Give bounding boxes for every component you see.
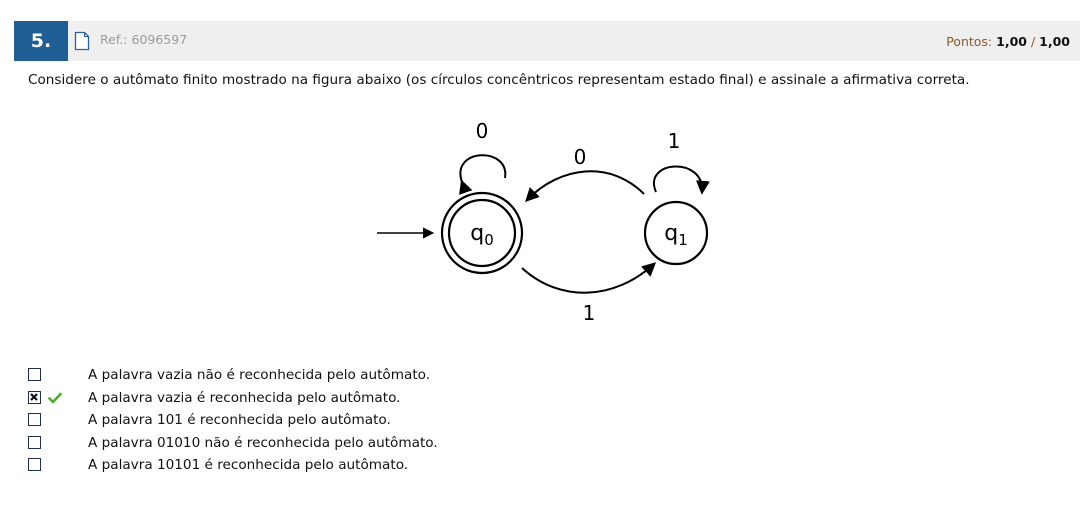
- option-e-checkbox[interactable]: [28, 458, 41, 471]
- option-d[interactable]: A palavra 01010 não é reconhecida pelo a…: [28, 435, 548, 458]
- option-d-checkbox[interactable]: [28, 435, 41, 449]
- transition-q1-q0-label: 0: [574, 145, 587, 169]
- state-q0-label: q: [470, 221, 484, 246]
- document-icon[interactable]: [74, 31, 90, 51]
- transition-q0-q0: 0: [459, 119, 507, 195]
- state-q0: q0: [440, 191, 524, 275]
- option-e-text: A palavra 10101 é reconhecida pelo autôm…: [88, 457, 409, 473]
- transition-q0-q1-label: 1: [583, 301, 596, 325]
- question-text: Considere o autômato finito mostrado na …: [28, 72, 970, 88]
- question-header: 5. Ref.:6096597 Pontos: 1,00 / 1,00: [14, 21, 1080, 61]
- state-q0-sub: 0: [484, 231, 494, 249]
- svg-text:q1: q1: [664, 221, 688, 249]
- state-q1-sub: 1: [678, 231, 688, 249]
- option-a-checkbox[interactable]: [28, 368, 41, 381]
- option-c[interactable]: A palavra 101 é reconhecida pelo autômat…: [28, 412, 548, 435]
- points-value: 1,00: [996, 34, 1027, 49]
- option-c-checkbox[interactable]: [28, 413, 41, 426]
- transition-q0-q1: 1: [521, 262, 657, 325]
- answer-options: A palavra vazia não é reconhecida pelo a…: [28, 367, 548, 480]
- svg-text:q0: q0: [470, 221, 494, 249]
- option-d-text: A palavra 01010 não é reconhecida pelo a…: [88, 434, 438, 451]
- transition-q1-q1-label: 1: [668, 129, 681, 153]
- option-a[interactable]: A palavra vazia não é reconhecida pelo a…: [28, 367, 548, 390]
- reference: Ref.:6096597: [100, 32, 187, 47]
- transition-q1-q1: 1: [653, 129, 710, 195]
- automaton-diagram: q0 q1 0 0 1 1: [377, 119, 710, 325]
- state-q1-label: q: [664, 221, 678, 246]
- option-b-checkbox[interactable]: [28, 390, 41, 404]
- x-mark-icon: [30, 392, 38, 401]
- points-total: 1,00: [1039, 34, 1070, 49]
- option-e[interactable]: A palavra 10101 é reconhecida pelo autôm…: [28, 457, 548, 480]
- option-b[interactable]: A palavra vazia é reconhecida pelo autôm…: [28, 390, 548, 413]
- points: Pontos: 1,00 / 1,00: [946, 34, 1070, 49]
- checkmark-icon: [48, 392, 62, 403]
- transition-q0-q0-label: 0: [476, 119, 489, 143]
- transition-q1-q0: 0: [525, 145, 645, 203]
- option-c-text: A palavra 101 é reconhecida pelo autômat…: [88, 412, 391, 428]
- option-a-text: A palavra vazia não é reconhecida pelo a…: [88, 367, 431, 383]
- question-number: 5.: [14, 21, 68, 61]
- ref-id: 6096597: [131, 32, 188, 47]
- state-q1: q1: [643, 200, 709, 266]
- option-b-text: A palavra vazia é reconhecida pelo autôm…: [88, 389, 401, 406]
- ref-label: Ref.:: [100, 32, 128, 47]
- points-label: Pontos:: [946, 34, 993, 49]
- points-separator: /: [1030, 34, 1036, 49]
